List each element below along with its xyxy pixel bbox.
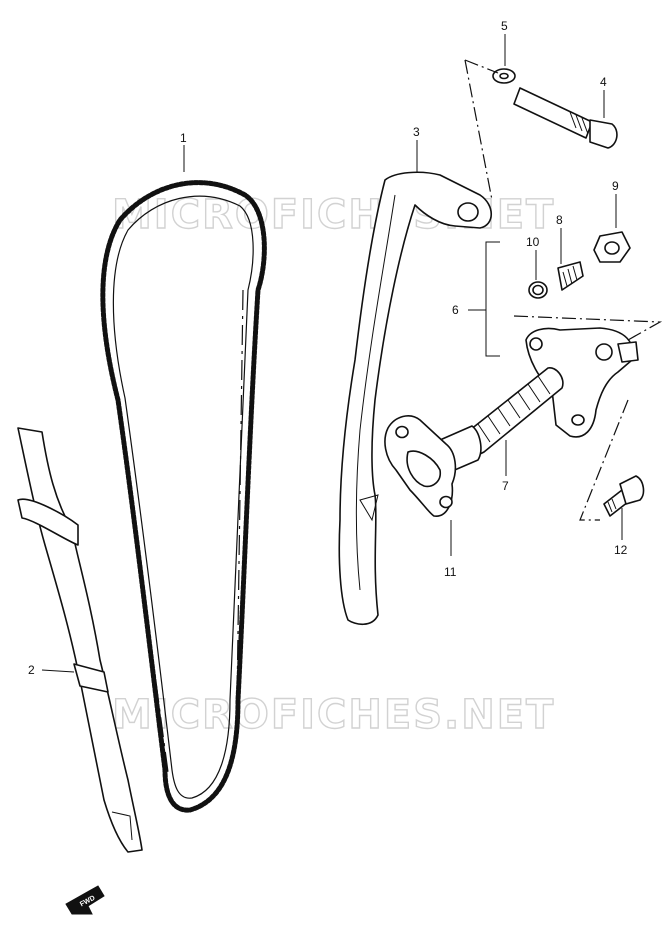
callout-11: 11: [444, 565, 457, 579]
forward-direction-arrow-icon: FWD: [65, 885, 105, 915]
tensioner-slipper: [338, 171, 493, 626]
cam-chain: [100, 180, 267, 813]
callout-10: 10: [526, 235, 540, 249]
callout-3: 3: [413, 125, 420, 139]
callout-8: 8: [556, 213, 563, 227]
callout-1: 1: [180, 131, 187, 145]
nut: [593, 231, 631, 263]
watermark-bottom: MICROFICHES.NET: [112, 692, 555, 738]
adjuster-screw: [557, 261, 584, 291]
callout-9: 9: [612, 179, 619, 193]
mounting-bolt: [603, 475, 645, 517]
alignment-line-middle: [513, 315, 663, 341]
alignment-line-lower: [579, 399, 629, 521]
alignment-line-washer: [464, 59, 499, 74]
pivot-bolt: [513, 87, 618, 149]
cam-chain-guide: [17, 427, 143, 853]
alignment-line-upper: [464, 59, 493, 201]
gasket: [384, 415, 457, 517]
o-ring: [528, 281, 548, 299]
callout-5: 5: [501, 19, 508, 33]
leader-line-2: [41, 669, 75, 673]
callout-7: 7: [502, 479, 509, 493]
group-bracket-6: [485, 241, 500, 357]
callout-6: 6: [452, 303, 459, 317]
callout-2: 2: [28, 663, 35, 677]
callout-4: 4: [600, 75, 607, 89]
callout-12: 12: [614, 543, 628, 557]
tensioner-adjuster: [437, 327, 639, 473]
washer: [492, 68, 516, 84]
